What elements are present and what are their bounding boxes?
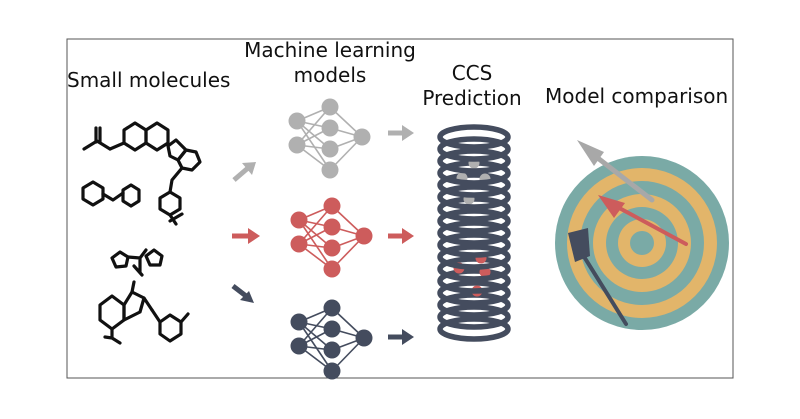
- ccs-drift-tube-icon: [437, 124, 511, 342]
- tube-ring-back: [437, 256, 511, 270]
- tube-ring-front: [437, 316, 511, 330]
- network-node: [290, 337, 308, 355]
- network-node: [321, 119, 339, 137]
- tube-ring-front: [437, 292, 511, 306]
- network-edges: [298, 205, 365, 270]
- tube-ring-front: [437, 160, 511, 174]
- neural-network-icon: [288, 98, 371, 179]
- tube-ring-front: [437, 184, 511, 198]
- arrow-icon: [388, 329, 414, 345]
- arrow-icon: [388, 125, 414, 141]
- network-edges: [298, 307, 365, 372]
- tube-ring-front: [437, 220, 511, 234]
- tube-ring-front: [437, 232, 511, 246]
- molecule-icon: [110, 248, 164, 277]
- tube-ring-back: [437, 244, 511, 258]
- network-node: [323, 239, 341, 257]
- network-node: [321, 161, 339, 179]
- network-node: [288, 136, 306, 154]
- tube-ring-front: [437, 256, 511, 270]
- small-molecules-group: [81, 121, 202, 345]
- tube-ring-front: [437, 208, 511, 222]
- tube-ring-front: [437, 244, 511, 258]
- tube-ring-back: [437, 136, 511, 150]
- arrow-icon: [388, 228, 414, 244]
- ccs-title-line2: Prediction: [422, 86, 522, 110]
- arrow-icon: [232, 228, 260, 244]
- tube-ring-front: [437, 268, 511, 282]
- network-node: [323, 260, 341, 278]
- network-node: [290, 211, 308, 229]
- arrow-icon: [232, 162, 256, 182]
- network-node: [323, 362, 341, 380]
- dart-icon: [577, 140, 655, 203]
- tube-ring-front: [437, 280, 511, 294]
- tube-ring-front: [437, 304, 511, 318]
- network-node: [323, 218, 341, 236]
- network-node: [288, 112, 306, 130]
- network-node: [355, 329, 373, 347]
- dartboard-icon: [555, 156, 729, 330]
- model-comparison-title: Model comparison: [545, 84, 729, 108]
- network-node: [323, 341, 341, 359]
- network-node: [323, 197, 341, 215]
- dart-icon: [598, 195, 688, 246]
- tube-ring-front: [437, 172, 511, 186]
- tube-ring-front: [437, 196, 511, 210]
- network-node: [323, 299, 341, 317]
- molecule-icon: [81, 180, 141, 208]
- tube-ring-front: [437, 148, 511, 162]
- tube-ring-back: [437, 220, 511, 234]
- molecule-icon: [158, 138, 202, 226]
- arrow-icon: [231, 284, 254, 303]
- network-node: [321, 140, 339, 158]
- tube-ring-back: [437, 184, 511, 198]
- network-edges: [296, 106, 363, 171]
- output-arrows: [388, 125, 414, 345]
- neural-network-icon: [290, 299, 373, 380]
- tube-ring-back: [437, 124, 511, 138]
- tube-ring-back: [437, 316, 511, 330]
- dart-icon: [568, 228, 628, 326]
- molecule-icon: [82, 121, 170, 152]
- tube-ring-back: [437, 172, 511, 186]
- tube-ring-back: [437, 280, 511, 294]
- tube-ring-back: [437, 148, 511, 162]
- network-node: [323, 320, 341, 338]
- network-node: [290, 235, 308, 253]
- tube-ring-back: [437, 268, 511, 282]
- frame-border: [66, 38, 734, 379]
- molecule-icon: [98, 280, 190, 345]
- tube-ring-back: [437, 232, 511, 246]
- network-node: [321, 98, 339, 116]
- ccs-title-line1: CCS: [451, 61, 493, 85]
- tube-ring-front: [437, 328, 511, 342]
- tube-ring-back: [437, 208, 511, 222]
- input-arrows: [231, 162, 260, 303]
- tube-ring-front: [437, 136, 511, 150]
- network-node: [355, 227, 373, 245]
- neural-network-icon: [290, 197, 373, 278]
- tube-ring-back: [437, 304, 511, 318]
- ml-models-title-line1: Machine learning: [244, 38, 416, 62]
- ml-models-title-line2: models: [293, 63, 367, 87]
- network-node: [353, 128, 371, 146]
- small-molecules-title: Small molecules: [67, 68, 231, 92]
- network-node: [290, 313, 308, 331]
